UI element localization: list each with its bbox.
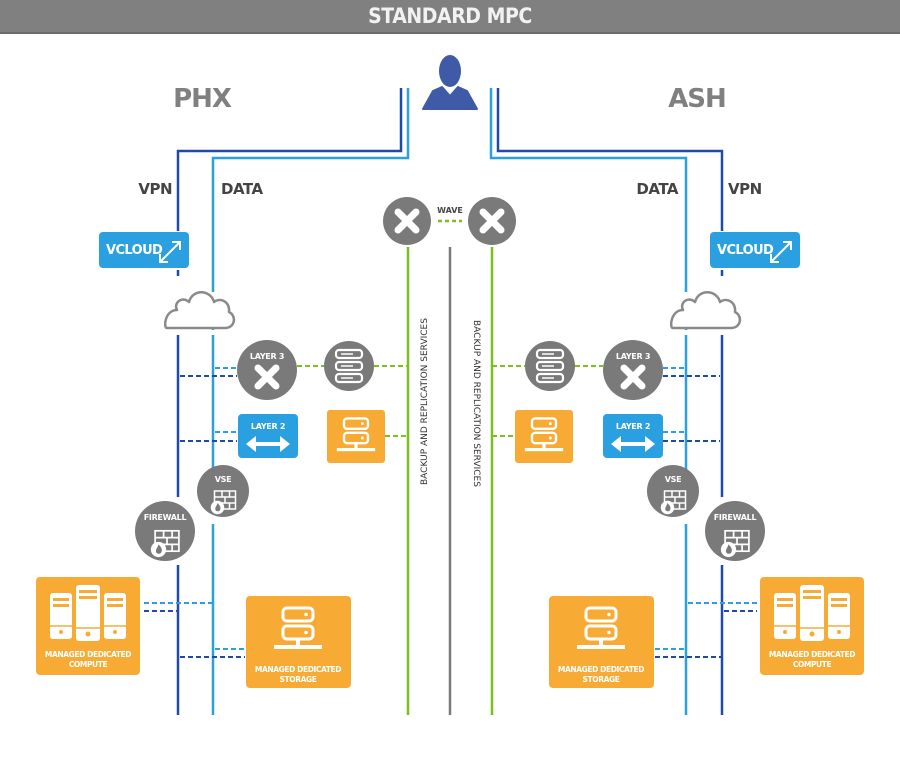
ash-connectors: [492, 365, 757, 658]
phx-storage-label-line2: STORAGE: [280, 675, 317, 684]
servers-icon: [773, 584, 851, 642]
title-bar: STANDARD MPC: [0, 0, 900, 34]
ash-layer3-router: LAYER 3: [603, 340, 663, 400]
ash-cloud-icon: [669, 290, 742, 330]
phx-managed-storage: MANAGED DEDICATED STORAGE: [246, 596, 351, 688]
ash-data-line-top: [489, 88, 688, 292]
phx-data-line-top: [211, 88, 410, 292]
phx-vse-label: VSE: [215, 475, 232, 484]
phx-layer3-router: LAYER 3: [237, 340, 297, 400]
ash-vpn-line-top: [496, 88, 724, 231]
phx-vcloud-badge: VCLOUD: [99, 232, 189, 268]
phx-layer3-label: LAYER 3: [250, 352, 284, 361]
servers-icon: [49, 584, 127, 642]
ash-layer2-switch: LAYER 2: [603, 414, 663, 458]
ash-vse-label: VSE: [665, 475, 682, 484]
phx-vse: VSE: [197, 465, 249, 517]
phx-connectors: [144, 365, 407, 658]
ash-firewall-label: FIREWALL: [714, 513, 757, 522]
bidirectional-arrow-icon: [246, 436, 290, 452]
expand-arrows-icon: [770, 241, 792, 263]
bidirectional-arrow-icon: [611, 436, 655, 452]
phx-cloud-icon: [163, 290, 236, 330]
phx-firewall-label: FIREWALL: [144, 513, 187, 522]
expand-arrows-icon: [159, 241, 181, 263]
ash-data-label: DATA: [636, 180, 678, 198]
phx-wave-router: [383, 197, 431, 245]
ash-vse: VSE: [647, 465, 699, 517]
diagram-title: STANDARD MPC: [368, 4, 532, 28]
ash-vpn-label: VPN: [728, 180, 762, 198]
phx-compute-label-line1: MANAGED DEDICATED: [45, 650, 131, 659]
ash-compute-label-line1: MANAGED DEDICATED: [769, 650, 855, 659]
ash-backup-storage: [515, 410, 573, 463]
phx-layer2-switch: LAYER 2: [238, 414, 298, 458]
ash-backup-label: BACKUP AND REPLICATION SERVICES: [471, 320, 481, 487]
ash-site-label: ASH: [668, 84, 726, 114]
ash-layer3-label: LAYER 3: [616, 352, 650, 361]
phx-layer2-label: LAYER 2: [251, 422, 285, 431]
phx-vcloud-label: VCLOUD: [106, 243, 163, 258]
phx-managed-compute: MANAGED DEDICATED COMPUTE: [36, 577, 140, 675]
ash-vcloud-badge: VCLOUD: [710, 232, 800, 268]
ash-firewall: FIREWALL: [705, 501, 765, 561]
ash-managed-storage: MANAGED DEDICATED STORAGE: [549, 596, 654, 688]
phx-backup-storage: [327, 410, 385, 463]
ash-storage-label-line1: MANAGED DEDICATED: [558, 665, 644, 674]
ash-storage-label-line2: STORAGE: [583, 675, 620, 684]
phx-firewall: FIREWALL: [135, 501, 195, 561]
ash-managed-compute: MANAGED DEDICATED COMPUTE: [760, 577, 864, 675]
phx-server-rack: [324, 341, 374, 391]
ash-wave-router: [468, 197, 516, 245]
phx-vpn-label: VPN: [138, 180, 172, 198]
phx-site-label: PHX: [173, 84, 232, 114]
phx-data-label: DATA: [221, 180, 263, 198]
ash-compute-label-line2: COMPUTE: [793, 660, 832, 669]
phx-storage-label-line1: MANAGED DEDICATED: [255, 665, 341, 674]
ash-layer2-label: LAYER 2: [616, 422, 650, 431]
ash-server-rack: [525, 341, 575, 391]
wave-label: WAVE: [437, 206, 463, 215]
phx-compute-label-line2: COMPUTE: [69, 660, 108, 669]
ash-vcloud-label: VCLOUD: [717, 243, 774, 258]
phx-vpn-line-top: [176, 88, 403, 231]
person-icon: [422, 55, 478, 110]
phx-backup-label: BACKUP AND REPLICATION SERVICES: [420, 318, 430, 485]
